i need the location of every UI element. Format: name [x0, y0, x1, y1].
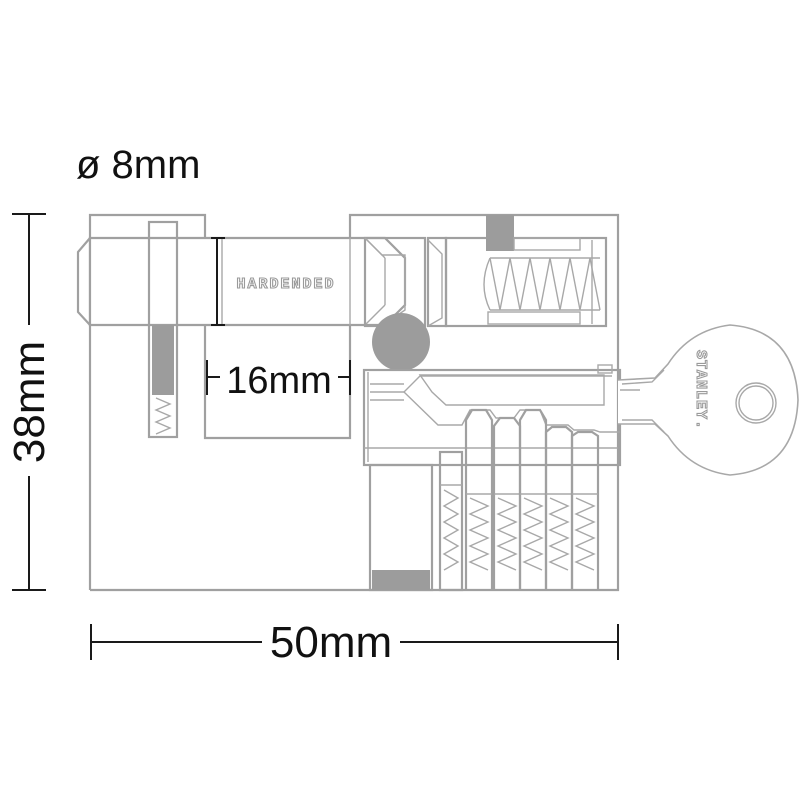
bottom-pocket — [368, 463, 434, 592]
shackle-bar: HARDENDED — [76, 236, 407, 327]
height-label: 38mm — [5, 341, 54, 463]
shackle-diameter-label: ø 8mm — [76, 143, 200, 187]
upper-spring-chamber — [444, 215, 608, 328]
width-label: 50mm — [270, 618, 392, 667]
pin-tumblers — [438, 408, 600, 592]
locking-ball — [372, 313, 430, 371]
left-locking-pin — [147, 220, 179, 439]
clearance-dimension: 16mm — [206, 360, 351, 402]
key-brand-text: STANLEY. — [692, 350, 709, 430]
key: STANLEY. — [617, 324, 799, 476]
shackle-marking-text: HARDENDED — [236, 276, 335, 293]
diameter-bracket — [211, 237, 225, 326]
height-dimension: 38mm — [5, 213, 54, 591]
clearance-label: 16mm — [226, 360, 332, 402]
width-dimension: 50mm — [90, 618, 619, 667]
